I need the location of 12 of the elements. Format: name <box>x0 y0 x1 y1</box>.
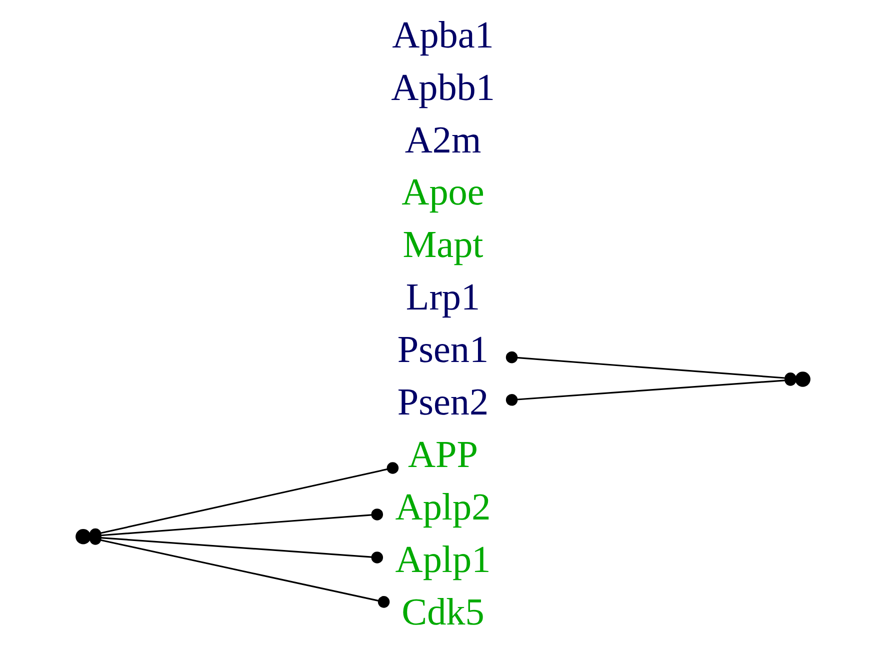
node-text: Cdk5 <box>401 591 484 634</box>
node-text: Apba1 <box>392 14 494 56</box>
node-text: Apbb1 <box>390 66 494 109</box>
node-text: Lrp1 <box>405 276 480 319</box>
node-text: APP <box>408 434 478 476</box>
node-text: Psen2 <box>396 382 488 424</box>
node-text: Psen1 <box>396 329 488 372</box>
node-text: Aplp2 <box>394 486 490 528</box>
node-text: A2m <box>404 119 481 162</box>
node-text: Aplp1 <box>394 538 490 581</box>
node-text: Mapt <box>402 224 483 266</box>
node-text: Apoe <box>401 172 484 214</box>
